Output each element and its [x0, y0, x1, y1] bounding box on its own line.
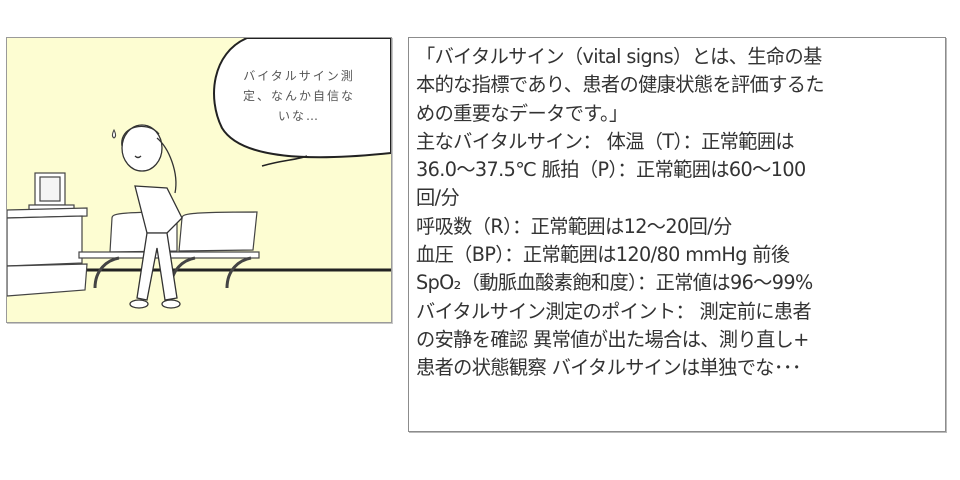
text-line: 血圧（BP）：正常範囲は120/80 mmHg 前後 [416, 243, 790, 267]
text-line: 呼吸数（R）：正常範囲は12〜20回/分 [416, 214, 732, 238]
bubble-line: いな… [277, 109, 320, 123]
text-line: 36.0〜37.5℃ 脈拍（P）：正常範囲は60〜100 [416, 158, 806, 182]
comic-illustration [7, 38, 391, 309]
comic-panel: バイタルサイン測 定、なんか自信な いな… [6, 37, 392, 323]
text-line: 本的な指標であり、患者の健康状態を評価するた [416, 73, 825, 97]
text-line: バイタルサイン測定のポイント： 測定前に患者 [416, 299, 812, 323]
sweat-drop-icon [112, 128, 116, 139]
speech-bubble [213, 38, 391, 159]
text-line: 患者の状態観察 バイタルサインは単独でな･･･ [416, 356, 801, 380]
text-line: 主なバイタルサイン： 体温（T）：正常範囲は [416, 129, 795, 153]
text-line: の安静を確認 異常値が出た場合は、測り直し+ [416, 327, 809, 351]
speech-bubble-text: バイタルサイン測 定、なんか自信な いな… [229, 66, 369, 126]
vital-signs-text-panel: 「バイタルサイン（vital signs）とは、生命の基 本的な指標であり、患者… [408, 37, 946, 432]
worried-person [121, 124, 183, 309]
bubble-line: バイタルサイン測 [243, 69, 355, 83]
text-line: 「バイタルサイン（vital signs）とは、生命の基 [416, 45, 822, 68]
text-line: めの重要なデータです。」 [416, 101, 628, 125]
bubble-tail [261, 155, 308, 167]
bubble-line: 定、なんか自信な [242, 89, 355, 103]
text-line: 回/分 [416, 186, 460, 210]
text-line: SpO₂（動脈血酸素飽和度）：正常値は96〜99% [416, 271, 813, 295]
reception-counter [7, 172, 88, 297]
